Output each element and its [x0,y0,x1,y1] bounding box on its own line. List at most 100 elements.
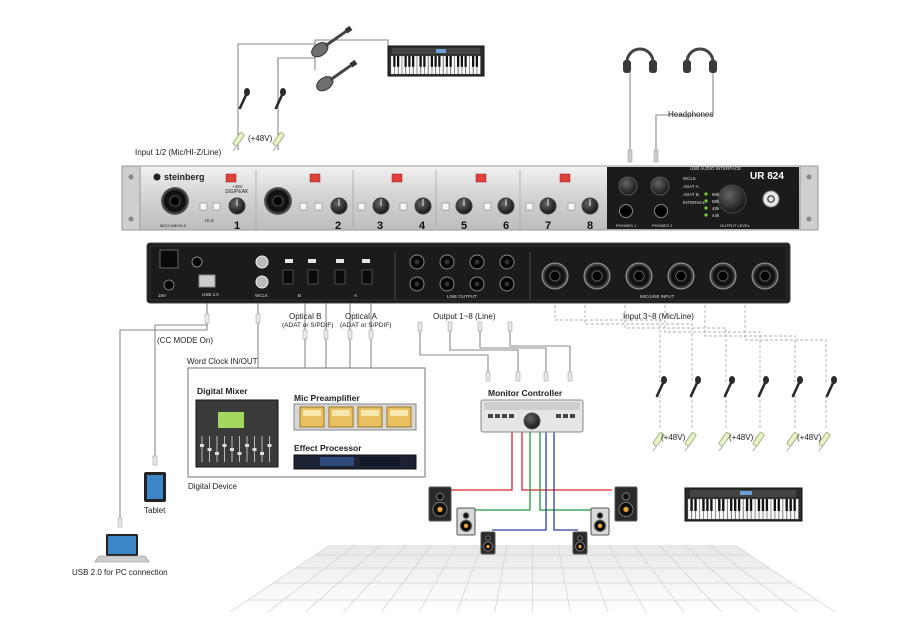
svg-text:SIG/PEAK: SIG/PEAK [225,189,249,195]
rate-label: 44k [712,213,720,218]
phantom-plug-icon [231,131,246,152]
channel-number: 2 [335,220,341,232]
front-panel [121,165,819,231]
output-1-8-label: Output 1~8 (Line) [433,312,496,321]
digital-mixer-icon [195,399,279,468]
svg-text:PHONES 1: PHONES 1 [616,223,637,228]
laptop-icon [94,534,150,563]
channel-number: 1 [234,220,240,232]
clock-source-label: ADAT B [683,192,699,197]
phantom-power-label-3: (+48V) [797,433,822,442]
mic-preamplifier-label: Mic Preamplifier [294,393,360,403]
pad-switch [441,202,450,211]
headphones-icon [621,47,659,75]
microphone-icon [238,86,252,110]
speaker-icon [572,531,588,555]
cc-mode-label: (CC MODE On) [157,336,213,345]
pad-switch [314,202,323,211]
electric-guitar-icon [311,25,353,58]
word-clock-label: Word Clock IN/OUT [187,357,258,366]
studio-floor [229,544,836,613]
headphones-label: Headphones [668,110,714,119]
svg-text:MIC/LINE INPUT: MIC/LINE INPUT [640,294,675,299]
microphone-icon [689,374,703,398]
svg-text:+48V: +48V [232,184,243,189]
usb-pc-label: USB 2.0 for PC connection [72,568,168,577]
phantom-plug-icon [683,431,698,452]
channel-number: 4 [419,220,426,232]
speaker-icon [614,486,638,522]
rear-panel [146,242,791,304]
clock-source-label: INTERNAL [683,200,706,205]
channel-numbers: 1 2 3 4 5 6 7 8 [234,220,593,232]
monitor-controller-label: Monitor Controller [488,388,563,398]
microphone-icon [723,374,737,398]
microphone-icon [757,374,771,398]
pad-switch [525,202,534,211]
pad-switch [199,202,208,211]
phantom-plug-icon [271,131,286,152]
brand-logo: steinberg [164,172,205,182]
speaker-icon [428,486,452,522]
clock-source-label: ADAT A [683,184,699,189]
keyboard-icon [684,487,803,522]
optical-b-sublabel: (ADAT or S/PDIF) [282,322,334,329]
optical-a-sublabel: (ADAT or S/PDIF) [340,322,392,329]
input-3-8-cables [554,300,827,430]
rate-label: 88k [712,199,720,204]
svg-text:HI-Z: HI-Z [205,218,214,223]
digital-mixer-label: Digital Mixer [197,386,248,396]
microphone-icon [825,374,839,398]
channel-number: 8 [587,220,593,232]
rate-label: 48k [712,206,720,211]
rate-label: 96k [712,192,720,197]
svg-text:USB 2.0: USB 2.0 [202,292,219,297]
pad-switch [399,202,408,211]
svg-text:WCLK: WCLK [255,293,268,298]
svg-text:PHONES 2: PHONES 2 [652,223,673,228]
svg-text:B: B [298,293,301,298]
input-1-2-label: Input 1/2 (Mic/HI-Z/Line) [135,148,222,157]
microphone-icon [791,374,805,398]
input-3-8-label: Input 3~8 (Mic/Line) [623,312,694,321]
monitor-cables [448,432,612,531]
pad-switch [299,202,308,211]
svg-text:MIC/LINE/HI-Z: MIC/LINE/HI-Z [160,223,187,228]
phantom-power-label-1: (+48V) [661,433,686,442]
monitor-controller-icon [480,399,584,433]
speaker-icon [590,507,610,536]
svg-text:LINE OUTPUT: LINE OUTPUT [447,294,477,299]
svg-text:16V: 16V [158,293,166,298]
rear-panel-labels: USB 2.0 WCLK B A LINE OUTPUT MIC/LINE IN… [158,292,675,299]
rack-device-icon [293,403,417,431]
channel-number: 7 [545,220,551,232]
channel-number: 5 [461,220,467,232]
channel-number: 3 [377,220,383,232]
svg-text:USB AUDIO INTERFACE: USB AUDIO INTERFACE [690,166,741,171]
tablet-label: Tablet [144,506,166,515]
phantom-plug-icon [751,431,766,452]
model-name: UR 824 [750,171,784,182]
pad-switch [567,202,576,211]
speaker-icon [480,531,496,555]
pad-switch [357,202,366,211]
tablet-icon [144,472,166,502]
headphones-icon [681,47,719,75]
svg-text:A: A [354,293,357,298]
rack-device-icon [293,454,417,470]
phantom-power-label: (+48V) [248,134,273,143]
effect-processor-label: Effect Processor [294,443,362,453]
speaker-icon [456,507,476,536]
electric-guitar-icon [316,59,358,92]
phantom-power-label-2: (+48V) [729,433,754,442]
clock-source-label: WCLK [683,176,696,181]
clock-source-labels: WCLK ADAT A ADAT B INTERNAL 96k 88k 48k 44k [683,176,720,218]
optical-b-label: Optical B [289,312,322,321]
pad-switch [483,202,492,211]
keyboard-icon [387,45,485,77]
optical-a-label: Optical A [345,312,378,321]
channel-number: 6 [503,220,509,232]
digital-device-label: Digital Device [188,482,237,491]
